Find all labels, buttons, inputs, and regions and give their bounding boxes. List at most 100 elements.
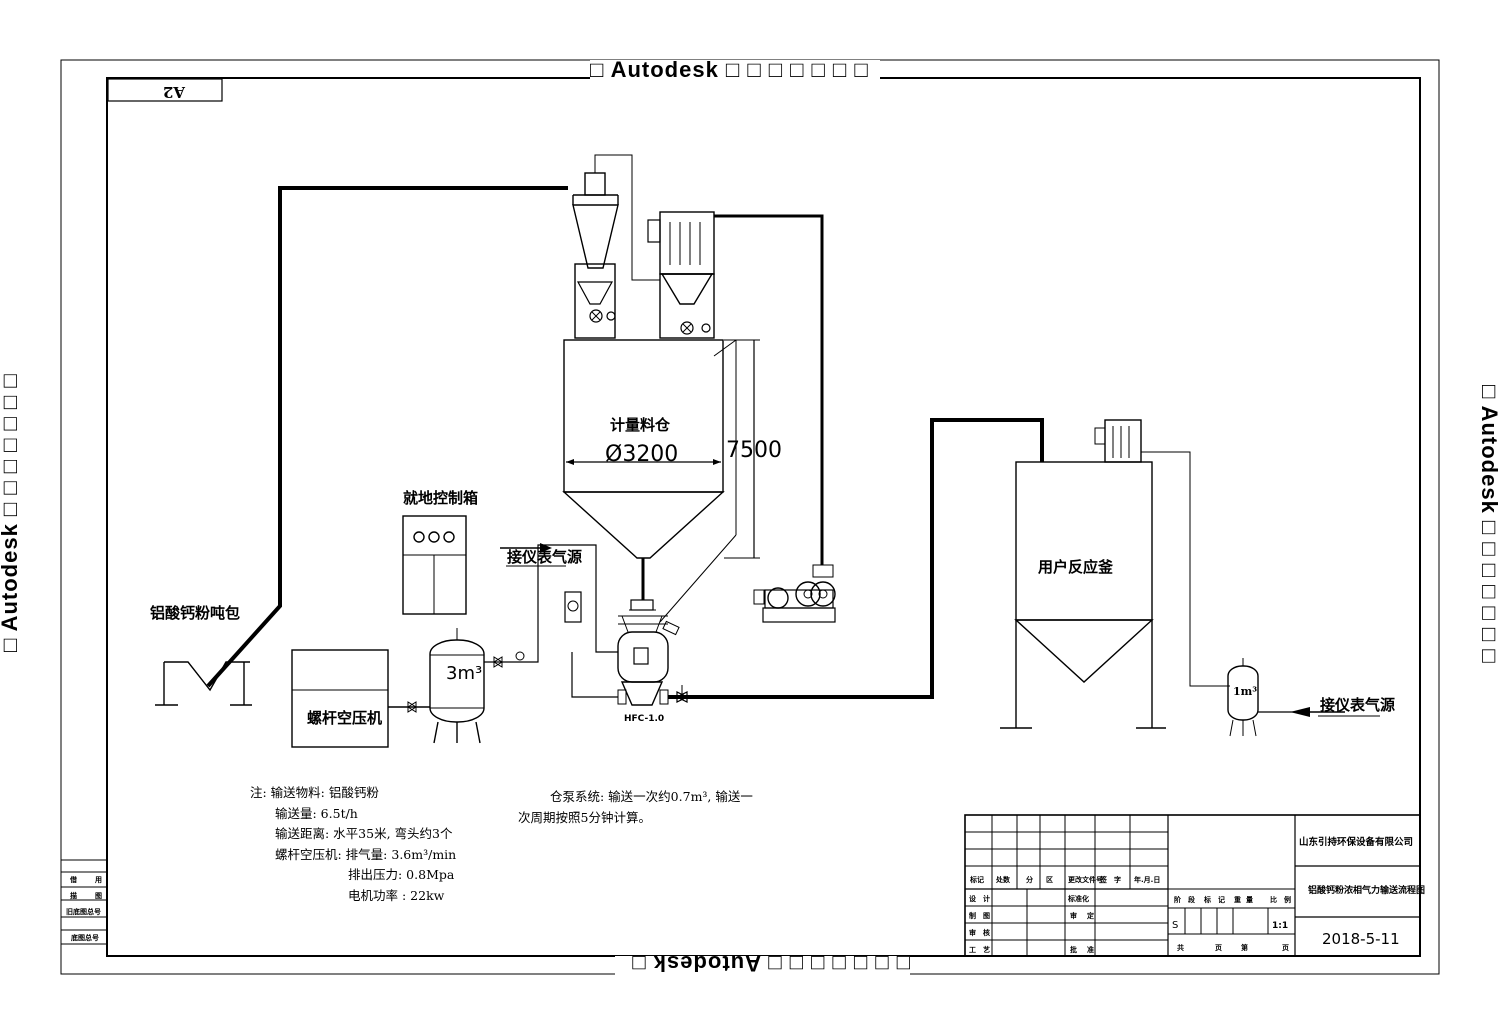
compressor-valve xyxy=(407,701,417,713)
company-name: 山东引持环保设备有限公司 xyxy=(1299,836,1413,848)
instrument-air-line xyxy=(484,544,618,663)
svg-text:制: 制 xyxy=(969,911,976,920)
title-block: 标记 处数 分 区 更改文件号 签 字 年.月.日 设 计 标准化 制 图 审 … xyxy=(964,814,1425,957)
svg-text:描: 描 xyxy=(70,891,77,900)
svg-text:注: 输送物料: 铝酸钙粉: 注: 输送物料: 铝酸钙粉 xyxy=(250,785,379,800)
svg-text:页: 页 xyxy=(1282,944,1289,952)
svg-text:分: 分 xyxy=(1026,875,1033,884)
local-control-box xyxy=(402,515,467,615)
svg-text:核: 核 xyxy=(983,928,990,937)
svg-text:审: 审 xyxy=(1070,911,1077,920)
watermark-top: □ Autodesk □ □ □ □ □ □ □ xyxy=(590,57,869,82)
svg-text:定: 定 xyxy=(1087,911,1094,920)
air-inlet-arrow xyxy=(540,543,552,553)
drawing-title: 铝酸钙粉浓相气力输送流程图 xyxy=(1308,884,1425,896)
svg-text:艺: 艺 xyxy=(983,945,990,954)
watermark-right: □ Autodesk □ □ □ □ □ □ □ xyxy=(1477,385,1500,664)
silo-diameter: Ø3200 xyxy=(605,442,678,467)
silo-bag-filter xyxy=(647,211,715,339)
svg-text:例: 例 xyxy=(1284,895,1291,904)
svg-text:图: 图 xyxy=(95,891,102,900)
svg-text:审: 审 xyxy=(969,928,976,937)
svg-text:批: 批 xyxy=(1070,945,1077,954)
svg-text:螺杆空压机: 排气量: 3.6m³/min: 螺杆空压机: 排气量: 3.6m³/min xyxy=(275,847,456,862)
pump-model-label: HFC-1.0 xyxy=(624,714,664,724)
svg-text:电机功率 : 22kw: 电机功率 : 22kw xyxy=(348,888,445,903)
svg-text:准: 准 xyxy=(1087,945,1094,954)
svg-text:区: 区 xyxy=(1046,876,1053,884)
watermark-left: □ Autodesk □ □ □ □ □ □ □ xyxy=(0,373,22,652)
pressure-gauge-icon xyxy=(515,651,525,661)
reactor-label: 用户反应釜 xyxy=(1038,558,1114,576)
notes-left: 注: 输送物料: 铝酸钙粉 输送量: 6.5t/h 输送距离: 水平35米, 弯… xyxy=(250,785,456,903)
left-stamp-table: 借 用 描 图 旧底图总号 底图总号 xyxy=(60,859,108,945)
metering-silo xyxy=(562,339,760,623)
silo-label: 计量料仓 xyxy=(610,416,671,434)
air-inlet-arrow-2 xyxy=(1290,707,1310,717)
pressure-regulator xyxy=(564,591,582,623)
silo-height: 7500 xyxy=(726,438,782,463)
drawing-date: 2018-5-11 xyxy=(1322,930,1400,948)
inline-valve xyxy=(493,656,503,668)
outlet-valve xyxy=(675,685,689,703)
outer-border xyxy=(60,59,1440,975)
ton-bag-hopper xyxy=(155,661,252,706)
svg-text:阶: 阶 xyxy=(1174,895,1182,904)
svg-text:第: 第 xyxy=(1241,943,1248,952)
compressor-label: 螺杆空压机 xyxy=(307,709,382,727)
stage-mark: S xyxy=(1172,920,1178,931)
svg-text:图: 图 xyxy=(983,911,990,920)
svg-text:次周期按照5分钟计算。: 次周期按照5分钟计算。 xyxy=(518,810,651,825)
small-tank-volume: 1m³ xyxy=(1233,685,1257,698)
fluidizing-air-line xyxy=(571,652,618,698)
svg-text:更改文件号: 更改文件号 xyxy=(1068,875,1103,884)
svg-text:输送量: 6.5t/h: 输送量: 6.5t/h xyxy=(275,806,358,821)
sheet-size-label: A2 xyxy=(163,83,186,101)
svg-text:比: 比 xyxy=(1270,895,1277,904)
svg-text:标准化: 标准化 xyxy=(1067,894,1089,903)
svg-text:页: 页 xyxy=(1215,944,1222,952)
svg-text:输送距离: 水平35米, 弯头约3个: 输送距离: 水平35米, 弯头约3个 xyxy=(275,826,453,841)
inner-frame xyxy=(106,77,1421,957)
user-reactor xyxy=(1000,419,1166,729)
control-box-label: 就地控制箱 xyxy=(403,489,478,507)
svg-text:量: 量 xyxy=(1246,895,1253,904)
screw-compressor xyxy=(291,649,389,748)
tank-volume-label: 3m³ xyxy=(446,663,482,684)
sheet-size-box xyxy=(107,78,223,102)
air-receiver-tank xyxy=(429,628,485,744)
notes-right: 仓泵系统: 输送一次约0.7m³, 输送一 次周期按照5分钟计算。 xyxy=(518,789,753,825)
watermark-bottom: □ □ □ □ □ □ □ Autodesk □ xyxy=(631,951,910,976)
svg-text:底图总号: 底图总号 xyxy=(71,933,99,942)
air-source-label-1: 接仪表气源 xyxy=(507,548,582,566)
svg-text:旧底图总号: 旧底图总号 xyxy=(66,907,101,916)
reactor-air-line xyxy=(1141,451,1230,687)
svg-text:计: 计 xyxy=(983,894,990,903)
svg-text:处数: 处数 xyxy=(995,875,1011,884)
svg-text:工: 工 xyxy=(969,946,976,954)
air-source-label-2: 接仪表气源 xyxy=(1320,696,1395,714)
svg-text:借: 借 xyxy=(69,875,77,884)
pressure-vessel-pump xyxy=(617,599,680,706)
svg-text:用: 用 xyxy=(95,876,102,884)
svg-text:排出压力: 0.8Mpa: 排出压力: 0.8Mpa xyxy=(348,867,455,882)
svg-text:年.月.日: 年.月.日 xyxy=(1134,875,1160,884)
svg-text:签: 签 xyxy=(1099,875,1108,884)
svg-text:共: 共 xyxy=(1177,943,1184,952)
scale-value: 1:1 xyxy=(1272,921,1288,931)
svg-text:记: 记 xyxy=(1218,895,1225,904)
svg-text:段: 段 xyxy=(1188,895,1195,904)
svg-text:设: 设 xyxy=(969,894,977,903)
svg-text:重: 重 xyxy=(1234,895,1241,904)
svg-text:标: 标 xyxy=(1203,895,1211,904)
svg-text:标记: 标记 xyxy=(969,875,984,884)
svg-text:仓泵系统: 输送一次约0.7m³, 输送一: 仓泵系统: 输送一次约0.7m³, 输送一 xyxy=(550,789,753,804)
dense-phase-conveying-line xyxy=(668,418,1044,699)
feed-conveying-line xyxy=(206,186,568,688)
small-air-tank xyxy=(1227,658,1259,737)
svg-text:字: 字 xyxy=(1114,875,1121,884)
cyclone-receiver xyxy=(572,154,660,339)
ton-bag-label: 铝酸钙粉吨包 xyxy=(150,604,240,622)
roots-blower xyxy=(714,214,836,623)
